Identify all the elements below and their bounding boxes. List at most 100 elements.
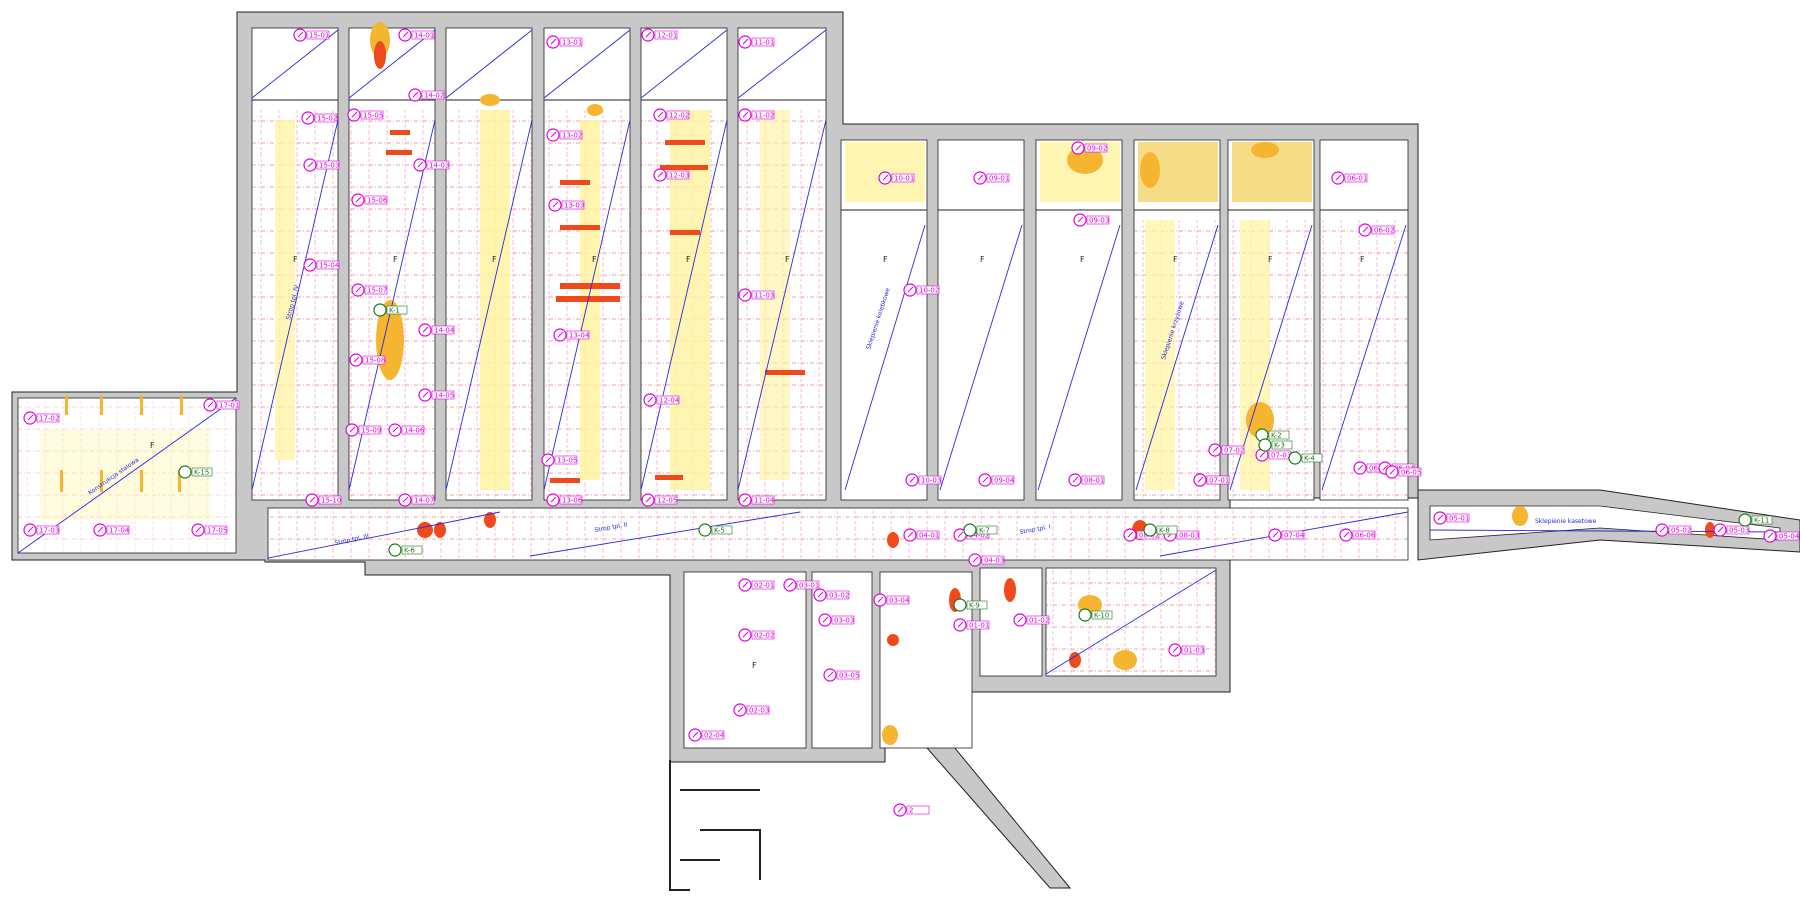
magnifier-circle-icon: 15-02: [301, 111, 337, 125]
room-letter: F: [293, 255, 298, 264]
k-label: K-1: [389, 307, 400, 315]
marker-label: 12-05: [657, 497, 677, 505]
marker-label: 01-01: [969, 622, 989, 630]
k-circle: [1738, 513, 1752, 527]
marker-box: [1281, 530, 1305, 540]
magnifier-circle-icon: 01-01: [953, 618, 989, 632]
marker-handle: [422, 391, 429, 398]
vestibule-partitions: [252, 99, 1408, 211]
lower-left-fragments: [669, 760, 761, 891]
room-letter: F: [686, 255, 691, 264]
magnifier-circle-icon: 15-03: [303, 158, 340, 172]
marker-box: [426, 160, 450, 170]
marker-label: 03-04: [889, 597, 910, 605]
magnifier-circle-icon: 09-02: [1071, 141, 1107, 155]
k-label: K-15: [194, 469, 209, 477]
marker-handle: [645, 31, 652, 38]
marker-box: [559, 37, 583, 47]
marker-label: 14-06: [404, 427, 425, 435]
magnifier-circle-icon: 01-03: [1168, 643, 1204, 657]
marker-box: [401, 425, 425, 435]
marker-box: [1668, 525, 1692, 535]
marker-box: [306, 30, 330, 40]
marker-box: [991, 475, 1015, 485]
k-box: [386, 305, 408, 315]
marker-label: 15-02: [317, 115, 337, 123]
k-circle: [698, 523, 712, 537]
marker-box: [1344, 173, 1368, 183]
marker-box: [1221, 445, 1245, 455]
marker-box: [746, 705, 770, 715]
marker-box: [1776, 531, 1800, 541]
marker-box: [1371, 225, 1395, 235]
marker-box: [318, 495, 342, 505]
magnifier-circle-icon: 14-05: [418, 388, 455, 402]
marker-label: 07-04: [1284, 532, 1305, 540]
marker-label: 05-02: [1671, 527, 1691, 535]
k-label: K-2: [1271, 432, 1282, 440]
marker-label: 10-02: [919, 287, 939, 295]
marker-label: 04-03: [984, 557, 1004, 565]
marker-box: [1026, 615, 1050, 625]
marker-box: [751, 37, 775, 47]
marker-box: [986, 173, 1010, 183]
magnifier-circle-icon: 14-01: [398, 28, 434, 42]
marker-label: 11-03: [754, 292, 774, 300]
magnifier-circle-icon: 03-03: [818, 613, 854, 627]
room-letter: F: [752, 661, 757, 670]
magnifier-circle-icon: 15-09: [345, 423, 381, 437]
marker-label: 07-01: [1209, 477, 1229, 485]
marker-label: 14-04: [434, 327, 455, 335]
magnifier-circle-icon: 05-03: [1713, 523, 1749, 537]
marker-handle: [207, 401, 214, 408]
marker-handle: [1075, 144, 1082, 151]
marker-box: [666, 110, 690, 120]
magnifier-circle-icon: 13-03: [548, 198, 584, 212]
marker-label: 03-05: [839, 672, 859, 680]
marker-handle: [742, 38, 749, 45]
marker-label: 14-02: [424, 92, 444, 100]
magnifier-circle-icon: 09-04: [978, 473, 1015, 487]
marker-handle: [742, 496, 749, 503]
marker-label: 10-01: [894, 175, 914, 183]
marker-label: 08-03: [1179, 532, 1199, 540]
marker-label: 15-09: [361, 427, 381, 435]
marker-box: [1352, 530, 1376, 540]
marker-box: [1206, 475, 1230, 485]
room-letter: F: [785, 255, 790, 264]
room-letter: F: [1268, 255, 1273, 264]
marker-handle: [657, 111, 664, 118]
k-circle: [373, 303, 387, 317]
marker-label: 15-03: [319, 162, 339, 170]
k-circle: [1143, 523, 1157, 537]
magnifier-circle-icon: 14-04: [418, 323, 455, 337]
room-letter: F: [393, 255, 398, 264]
magnifier-circle-icon: 15-10: [305, 493, 342, 507]
magnifier-circle-icon: 15-01: [293, 28, 330, 42]
marker-label: 02-01: [754, 582, 774, 590]
magnifier-circle-icon: 11-01: [738, 35, 775, 49]
marker-handle: [1077, 216, 1084, 223]
k-box: [1091, 610, 1113, 620]
magnifier-circle-icon: 15-04: [303, 258, 340, 272]
marker-label: 17-02: [39, 415, 59, 423]
marker-box: [360, 110, 384, 120]
marker-label: 03-01: [799, 582, 819, 590]
marker-label: 09-03: [1089, 217, 1109, 225]
magnifier-circle-icon: 15-06: [351, 193, 388, 207]
k-circle: [178, 465, 192, 479]
marker-handle: [657, 171, 664, 178]
marker-handle: [1017, 616, 1024, 623]
k-label: K-10: [1094, 612, 1109, 620]
marker-box: [654, 30, 678, 40]
span-diagonals: [17, 29, 1781, 675]
marker-box: [916, 530, 940, 540]
green-circle-icon: K-1: [373, 303, 408, 317]
marker-handle: [309, 496, 316, 503]
marker-box: [316, 160, 340, 170]
marker-label: 17-01: [219, 402, 239, 410]
k-circle: [963, 523, 977, 537]
marker-box: [431, 390, 455, 400]
green-circle-icon: K-3: [1258, 438, 1293, 452]
